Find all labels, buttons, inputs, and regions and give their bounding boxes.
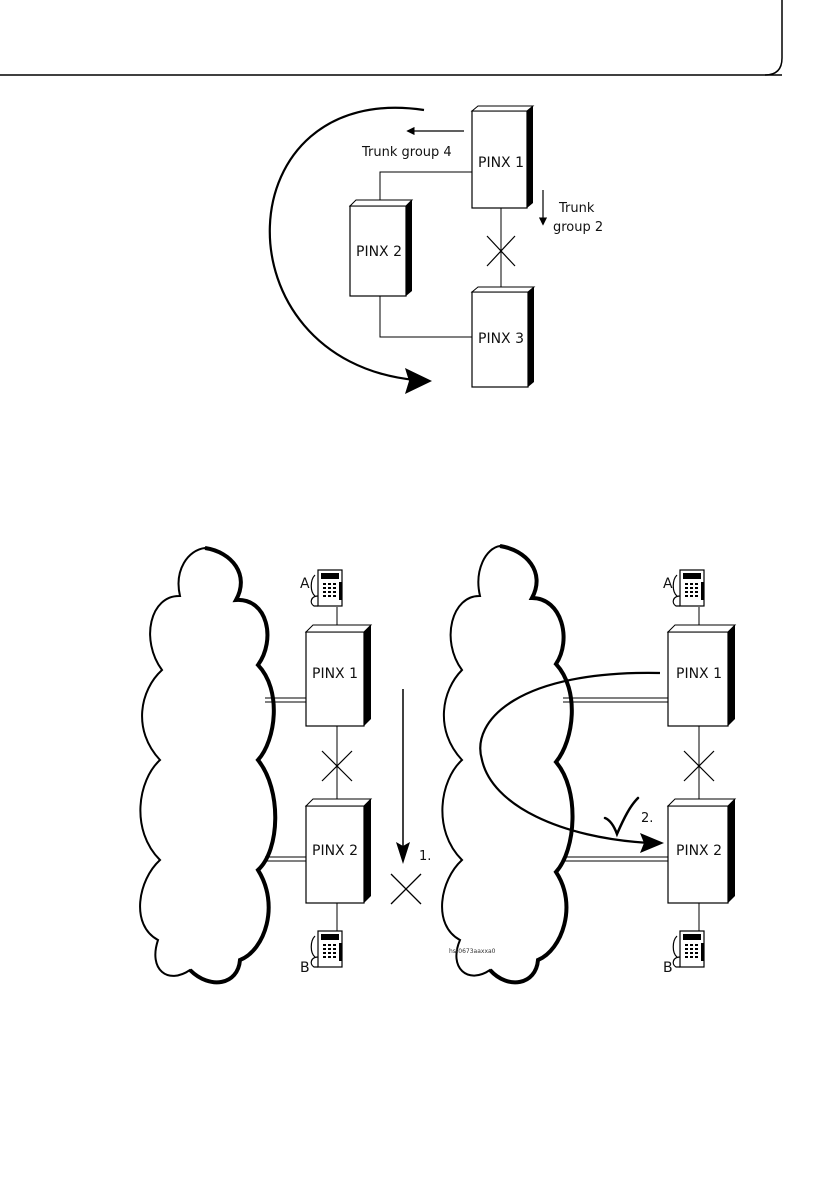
cloud-icon: [442, 546, 572, 982]
figure-right-rerouted: hst0673aaxxa0 A PINX 1 PINX 2: [442, 546, 735, 982]
pinx-1-box: PINX 1: [472, 106, 533, 208]
left-pinx-1-label: PINX 1: [312, 666, 358, 682]
left-pinx-2-label: PINX 2: [312, 843, 358, 859]
phone-b-label: B: [663, 960, 673, 976]
trunk-group-2-label-line2: group 2: [553, 220, 603, 235]
telephone-b-icon: [673, 931, 704, 967]
pinx-3-label: PINX 3: [478, 331, 524, 347]
step-2-label: 2.: [641, 811, 653, 826]
right-pinx-2-box: PINX 2: [668, 799, 735, 903]
trunk-group-2-label-line1: Trunk: [558, 201, 595, 216]
figure-left-blocked: A PINX 1 PINX 2 B 1.: [140, 548, 431, 982]
phone-b-label: B: [300, 960, 310, 976]
left-pinx-2-box: PINX 2: [306, 799, 371, 903]
telephone-b-icon: [311, 931, 342, 967]
figure-trunk-groups: PINX 1 PINX 2 PINX 3 Trunk group 4 Trunk…: [270, 106, 603, 394]
header-tab: [765, 0, 782, 75]
right-pinx-2-label: PINX 2: [676, 843, 722, 859]
cross-icon: [391, 874, 421, 904]
reroute-arrowhead: [405, 368, 432, 394]
phone-a-label: A: [663, 576, 673, 592]
phone-a-label: A: [300, 576, 310, 592]
right-pinx-1-box: PINX 1: [668, 625, 735, 726]
cloud-icon: [140, 548, 275, 982]
step-1-label: 1.: [419, 849, 431, 864]
pinx-2-label: PINX 2: [356, 244, 402, 260]
telephone-a-icon: [673, 570, 704, 606]
right-pinx-1-label: PINX 1: [676, 666, 722, 682]
image-code: hst0673aaxxa0: [449, 948, 496, 955]
trunk-group-4-label: Trunk group 4: [361, 145, 452, 160]
pinx-2-box: PINX 2: [350, 200, 412, 296]
pinx-3-box: PINX 3: [472, 287, 534, 387]
pinx-1-label: PINX 1: [478, 155, 524, 171]
telephone-a-icon: [311, 570, 342, 606]
checkmark-icon: [605, 798, 638, 834]
left-pinx-1-box: PINX 1: [306, 625, 371, 726]
